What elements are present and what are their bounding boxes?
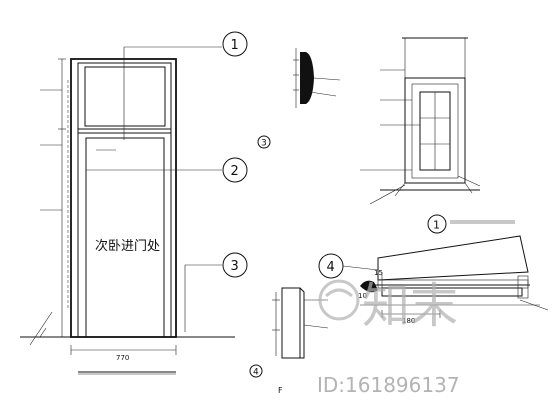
skirting-profile xyxy=(281,287,301,359)
watermark-logo-text: 知末 xyxy=(362,278,458,334)
door-frame-outer xyxy=(70,58,177,338)
detail-4-small-number: 4 xyxy=(253,368,259,378)
detail-1-number: 1 xyxy=(433,219,440,232)
leader-line-3 xyxy=(184,264,222,332)
callout-1-number: 1 xyxy=(231,38,239,53)
callout-3-bubble xyxy=(222,252,248,278)
jamb-frame xyxy=(404,77,466,184)
detail-4-threshold: 15 10 180 4 xyxy=(318,235,549,325)
detail-4-skirting: 4 F xyxy=(249,287,329,395)
threshold-stone xyxy=(381,287,523,297)
wall-section xyxy=(404,37,466,79)
detail-4-large-number: 4 xyxy=(327,260,335,275)
threshold-dim-15: 15 xyxy=(374,269,383,277)
callout-1-bubble xyxy=(222,31,248,57)
threshold-dim-180: 180 xyxy=(402,317,415,325)
detail-3-moulding: 3 xyxy=(257,48,341,149)
door-label: 次卧进门处 xyxy=(95,238,160,254)
door-leaf xyxy=(85,137,165,338)
moulding-profile xyxy=(300,52,314,104)
f-label: F xyxy=(278,386,283,395)
detail-4-small-bubble xyxy=(249,364,263,378)
width-dimension: 770 xyxy=(116,354,129,362)
floor-slab xyxy=(377,235,529,281)
detail-1-section: 1 xyxy=(360,37,515,234)
watermark-logo-icon xyxy=(318,279,360,321)
transom-panel xyxy=(84,66,166,127)
detail-3-number: 3 xyxy=(261,139,267,149)
callout-2-bubble xyxy=(222,157,248,183)
elevation-caption xyxy=(78,371,176,375)
watermark-id: ID:161896137 xyxy=(317,373,460,397)
callout-3-number: 3 xyxy=(231,259,239,274)
door-elevation: 次卧进门处 770 1 2 3 xyxy=(20,31,248,375)
detail-3-bubble xyxy=(257,135,271,149)
detail-1-bubble xyxy=(427,214,447,234)
callout-2-number: 2 xyxy=(231,164,239,179)
door-frame-inner xyxy=(77,62,172,338)
threshold-dim-10: 10 xyxy=(358,292,367,300)
watermark: 知末 ID:161896137 xyxy=(317,278,460,397)
